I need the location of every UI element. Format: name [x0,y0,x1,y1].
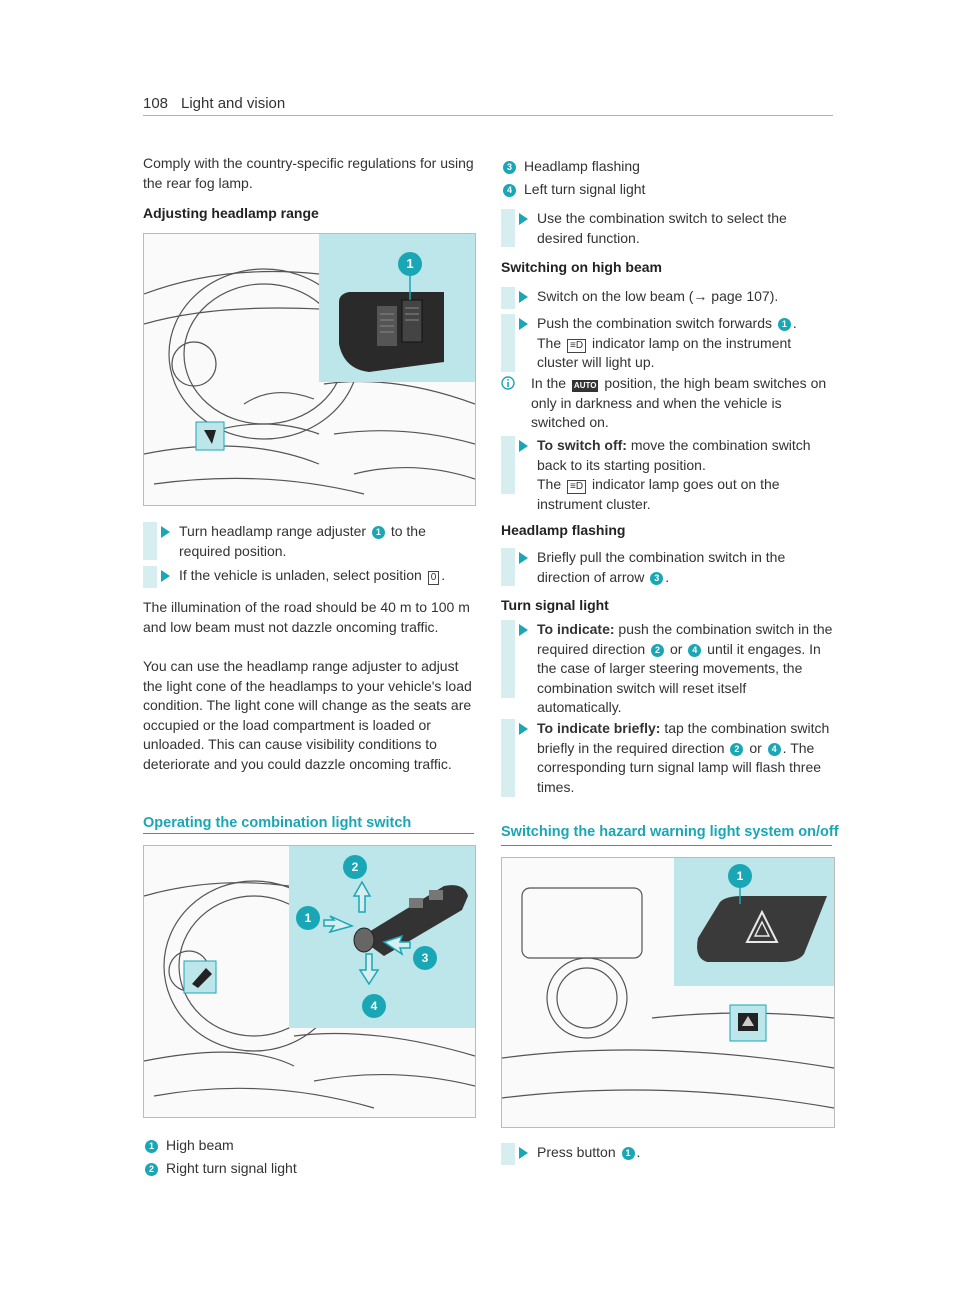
heading-hazard: Switching the hazard warning light syste… [501,824,839,840]
callout-1: 1 [304,911,312,925]
ref-badge: 2 [651,643,665,657]
ref-badge: 3 [650,571,664,585]
auto-icon: AUTO [571,380,599,392]
callout-1: 1 [406,256,414,271]
step-turn-adjuster: Turn headlamp range adjuster 1 to the re… [143,522,475,560]
step-select-position: If the vehicle is unladen, select positi… [143,566,475,588]
callout-1: 1 [736,869,744,883]
step-arrow-icon [519,552,528,564]
heading-rule [501,845,832,846]
heading-rule [143,833,474,834]
ref-badge: 1 [777,318,791,331]
hazard-drawing [502,858,834,1109]
step-flash: Briefly pull the combination switch in t… [501,548,833,586]
step-indicate-briefly: To indicate briefly: tap the combination… [501,719,833,797]
step-arrow-icon [161,570,170,582]
step-arrow-icon [519,318,528,330]
step-arrow-icon [161,526,170,538]
step-low-beam: Switch on the low beam (→ page 107). [501,287,833,309]
intro-text: Comply with the country-specific regulat… [143,155,474,191]
figure-hazard-button: 1 [501,857,835,1128]
heading-headlamp-flashing: Headlamp flashing [501,522,626,538]
ref-badge: 2 [730,742,744,756]
heading-high-beam: Switching on high beam [501,259,662,275]
step-arrow-icon [519,291,528,303]
info-icon [501,376,515,390]
step-switch-off: To switch off: move the combination swit… [501,436,833,512]
step-arrow-icon [519,1147,528,1159]
ref-badge: 4 [688,643,702,657]
figure-combination-switch: 1 2 3 4 [143,845,476,1118]
heading-turn-signal: Turn signal light [501,597,609,613]
page-ref-arrow-icon: → [693,288,708,304]
step-arrow-icon [519,723,528,735]
callout-4: 4 [370,999,378,1013]
header-rule [143,115,833,116]
paragraph-range-adjuster: You can use the headlamp range adjuster … [143,658,472,772]
callout-3: 3 [421,951,429,965]
ref-badge: 4 [767,742,781,756]
high-beam-icon: ≡D [567,338,587,353]
figure-headlamp-range: 1 [143,233,476,506]
info-note: In the AUTO position, the high beam swit… [501,374,833,432]
heading-headlamp-range: Adjusting headlamp range [143,205,319,221]
step-press-button: Press button 1. [501,1143,833,1165]
paragraph-illumination: The illumination of the road should be 4… [143,599,470,635]
step-arrow-icon [519,440,528,452]
high-beam-icon: ≡D [567,480,587,494]
ref-badge: 1 [371,526,385,539]
dashboard-drawing [144,234,475,495]
step-push-forwards: Push the combination switch forwards 1. … [501,314,833,372]
page-header-title: Light and vision [181,95,286,112]
step-select-function: Use the combination switch to select the… [501,209,833,247]
step-arrow-icon [519,213,528,225]
position-zero-icon: 0 [427,571,440,585]
callout-2: 2 [351,860,359,874]
step-arrow-icon [519,624,528,636]
page-number: 108 [143,95,169,112]
heading-combination-switch: Operating the combination light switch [143,815,412,831]
combination-switch-drawing [144,846,475,1109]
step-indicate: To indicate: push the combination switch… [501,620,833,715]
ref-badge: 1 [621,1147,635,1160]
